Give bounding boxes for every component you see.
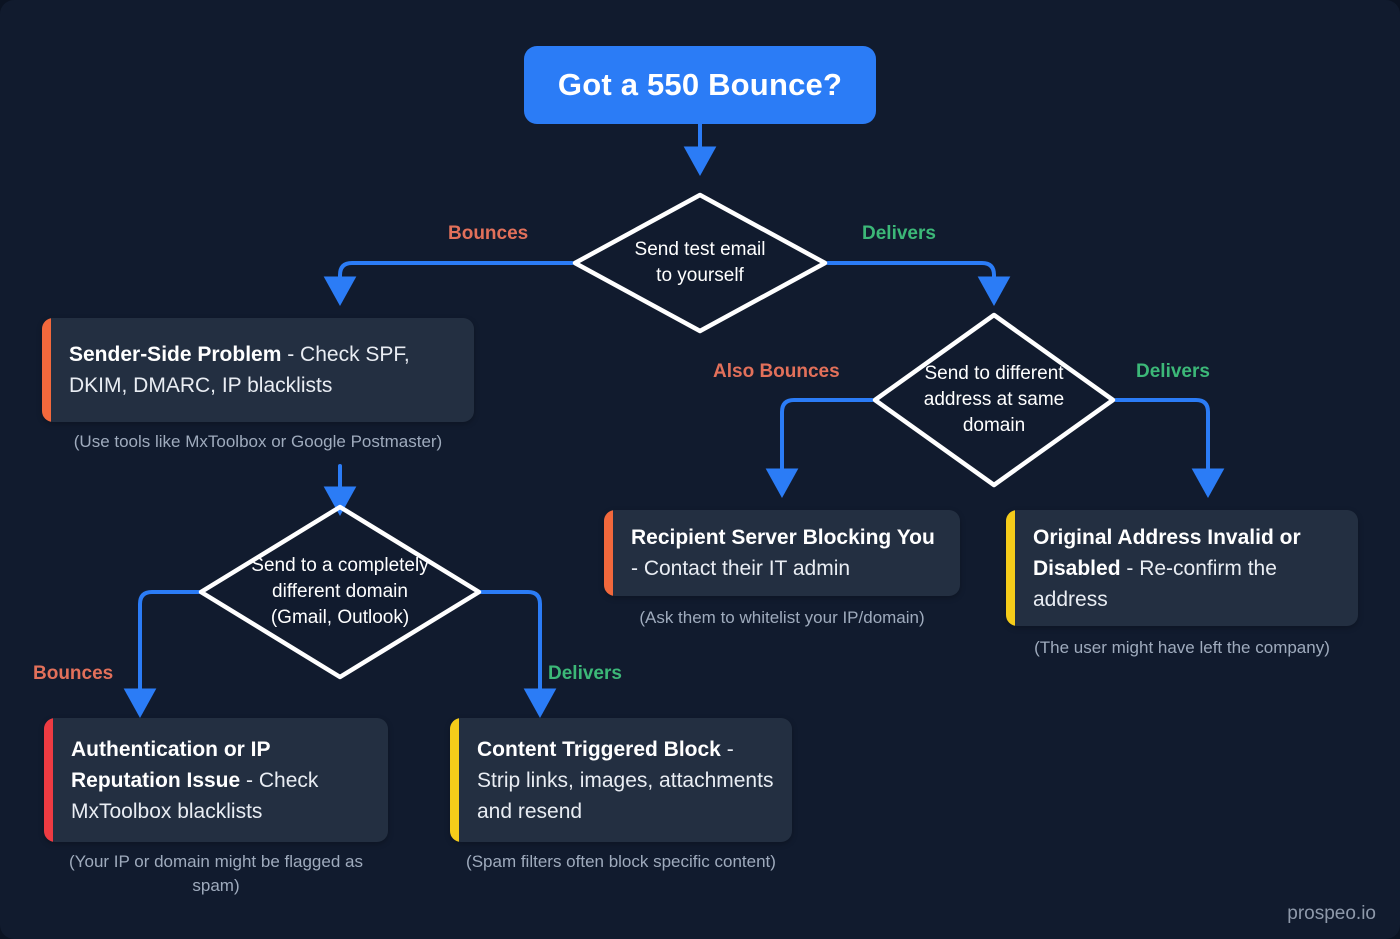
- card-text: Authentication or IP Reputation Issue - …: [53, 718, 388, 842]
- flowchart-title: Got a 550 Bounce?: [524, 46, 876, 124]
- card-recipient-server-blocking: Recipient Server Blocking You - Contact …: [604, 510, 960, 596]
- connector-d3-right: [478, 590, 557, 718]
- watermark: prospeo.io: [1287, 903, 1376, 924]
- decision-line: Send to a completely: [251, 555, 429, 576]
- card-title: Recipient Server Blocking You: [631, 526, 935, 549]
- decision-line: different domain: [272, 581, 408, 602]
- connector-d1-right: [826, 261, 1011, 306]
- card-title: Authentication or IP Reputation Issue: [71, 737, 271, 792]
- card-text: Content Triggered Block - Strip links, i…: [459, 718, 792, 842]
- decision-send-test-email: Send test email to yourself: [570, 190, 830, 336]
- card-accent-bar: [604, 510, 613, 596]
- card-original-address-invalid: Original Address Invalid or Disabled - R…: [1006, 510, 1358, 626]
- decision-label: Send to a completely different domain (G…: [196, 502, 484, 682]
- decision-label: Send to different address at same domain: [870, 310, 1118, 490]
- diamond-shape: [572, 192, 828, 334]
- card-body: - Contact their IT admin: [631, 557, 851, 580]
- note-address-invalid: (The user might have left the company): [1034, 638, 1330, 657]
- diamond-shape: [198, 504, 482, 680]
- card-accent-bar: [42, 318, 51, 422]
- card-text: Original Address Invalid or Disabled - R…: [1015, 510, 1358, 626]
- decision-line: Send test email: [634, 239, 766, 260]
- card-body: - Check MxToolbox blacklists: [71, 768, 319, 823]
- decision-send-different-domain: Send to a completely different domain (G…: [196, 502, 484, 682]
- card-title: Sender-Side Problem: [69, 343, 282, 366]
- card-accent-bar: [450, 718, 459, 842]
- decision-send-different-address: Send to different address at same domain: [870, 310, 1118, 490]
- note-recipient-blocking: (Ask them to whitelist your IP/domain): [639, 608, 925, 627]
- decision-line: Send to different: [924, 363, 1064, 384]
- edge-label-d2-also-bounces: Also Bounces: [713, 361, 840, 382]
- card-title: Original Address Invalid or Disabled: [1033, 525, 1301, 580]
- decision-line: (Gmail, Outlook): [270, 607, 410, 628]
- edge-label-d2-delivers: Delivers: [1136, 361, 1210, 382]
- card-title: Content Triggered Block: [477, 737, 721, 761]
- edge-label-d3-bounces: Bounces: [33, 663, 114, 684]
- card-accent-bar: [1006, 510, 1015, 626]
- card-body: - Strip links, images, attachments and r…: [477, 737, 774, 823]
- card-authentication-ip-reputation: Authentication or IP Reputation Issue - …: [44, 718, 388, 842]
- edge-label-d3-delivers: Delivers: [548, 663, 622, 684]
- card-sender-side-problem: Sender-Side Problem - Check SPF, DKIM, D…: [42, 318, 474, 422]
- note-auth-reputation: (Your IP or domain might be flagged as s…: [69, 852, 363, 895]
- card-body: - Check SPF, DKIM, DMARC, IP blacklists: [69, 343, 410, 397]
- card-accent-bar: [44, 718, 53, 842]
- decision-line: to yourself: [656, 265, 744, 286]
- decision-line: domain: [962, 415, 1026, 436]
- card-body: - Re-confirm the address: [1033, 556, 1277, 611]
- edge-label-d1-delivers: Delivers: [862, 223, 936, 244]
- connector-d2-right: [1114, 398, 1225, 498]
- decision-line: address at same: [923, 389, 1065, 410]
- note-content-block: (Spam filters often block specific conte…: [466, 852, 776, 871]
- card-text: Sender-Side Problem - Check SPF, DKIM, D…: [51, 318, 474, 422]
- diamond-shape: [872, 312, 1116, 488]
- connector-d3-left: [123, 590, 202, 718]
- flowchart-title-label: Got a 550 Bounce?: [557, 67, 843, 102]
- connector-d2-left: [765, 398, 874, 498]
- edge-label-d1-bounces: Bounces: [448, 223, 529, 244]
- decision-label: Send test email to yourself: [570, 190, 830, 336]
- connector-d1-left: [323, 261, 574, 306]
- card-content-triggered-block: Content Triggered Block - Strip links, i…: [450, 718, 792, 842]
- note-sender-side: (Use tools like MxToolbox or Google Post…: [73, 432, 443, 451]
- card-text: Recipient Server Blocking You - Contact …: [613, 510, 960, 596]
